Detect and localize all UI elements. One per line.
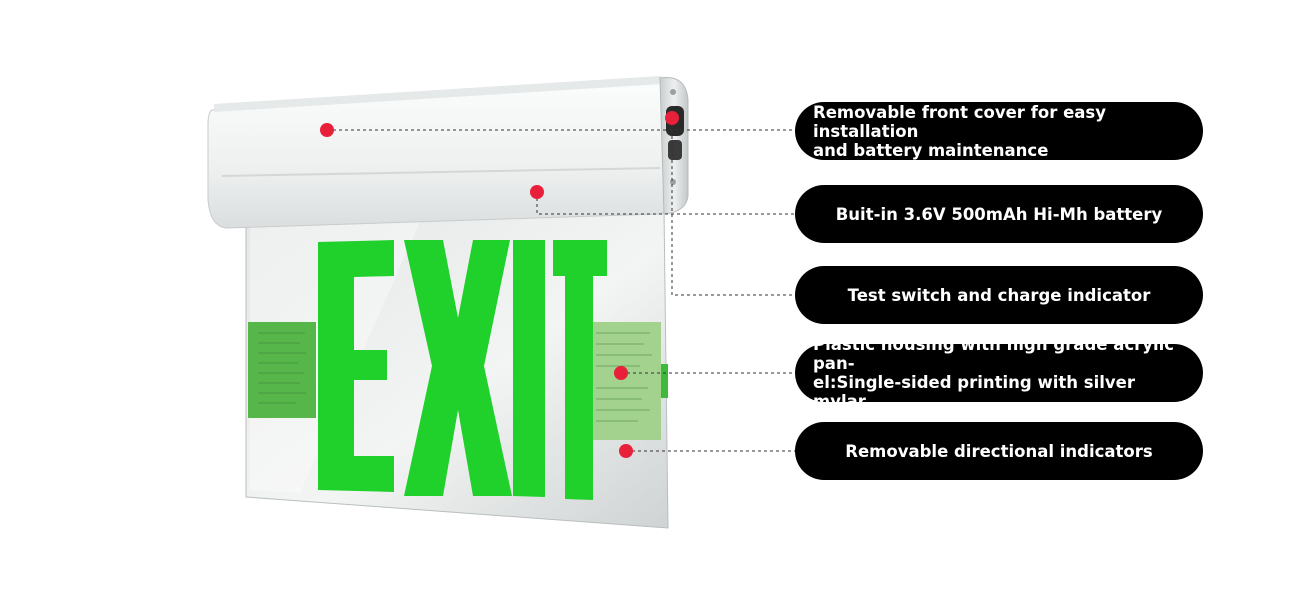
letter-i (513, 240, 545, 497)
leader-line-2 (536, 192, 795, 215)
callout-battery-text: Buit-in 3.6V 500mAh Hi-Mh battery (835, 204, 1163, 224)
callout-front-cover: Removable front cover for easy installat… (795, 102, 1203, 160)
right-indicator-edge (661, 364, 668, 398)
letter-x (404, 240, 512, 496)
marker-acrylic-panel (614, 366, 628, 380)
marker-directional-indicator (619, 444, 633, 458)
end-cap-screw (670, 89, 676, 95)
callout-acrylic-panel-text: Plastic housing with high grade acrylic … (813, 335, 1175, 411)
left-direction-indicator (248, 322, 316, 418)
callout-battery: Buit-in 3.6V 500mAh Hi-Mh battery (795, 185, 1203, 243)
housing-groove (221, 167, 661, 177)
indicator-fine-print (258, 332, 652, 422)
housing-top-edge (214, 76, 672, 112)
feature-markers (320, 111, 679, 458)
callout-directional-indicators-text: Removable directional indicators (845, 441, 1153, 461)
callout-acrylic-panel: Plastic housing with high grade acrylic … (795, 335, 1203, 411)
callout-test-switch: Test switch and charge indicator (795, 266, 1203, 324)
callout-front-cover-text: Removable front cover for easy installat… (813, 102, 1106, 160)
leader-line-3 (671, 118, 795, 296)
right-direction-indicator (585, 322, 661, 440)
marker-test-switch (665, 111, 679, 125)
charge-indicator (668, 140, 682, 160)
housing-cover (207, 81, 673, 229)
callout-directional-indicators: Removable directional indicators (795, 422, 1203, 480)
marker-front-cover (320, 123, 334, 137)
exit-letters (318, 240, 607, 500)
letter-t (553, 240, 607, 500)
marker-battery (530, 185, 544, 199)
letter-e (318, 240, 394, 492)
callout-test-switch-text: Test switch and charge indicator (847, 285, 1151, 305)
leader-lines (327, 118, 795, 452)
end-cap-screw-2 (670, 179, 676, 185)
